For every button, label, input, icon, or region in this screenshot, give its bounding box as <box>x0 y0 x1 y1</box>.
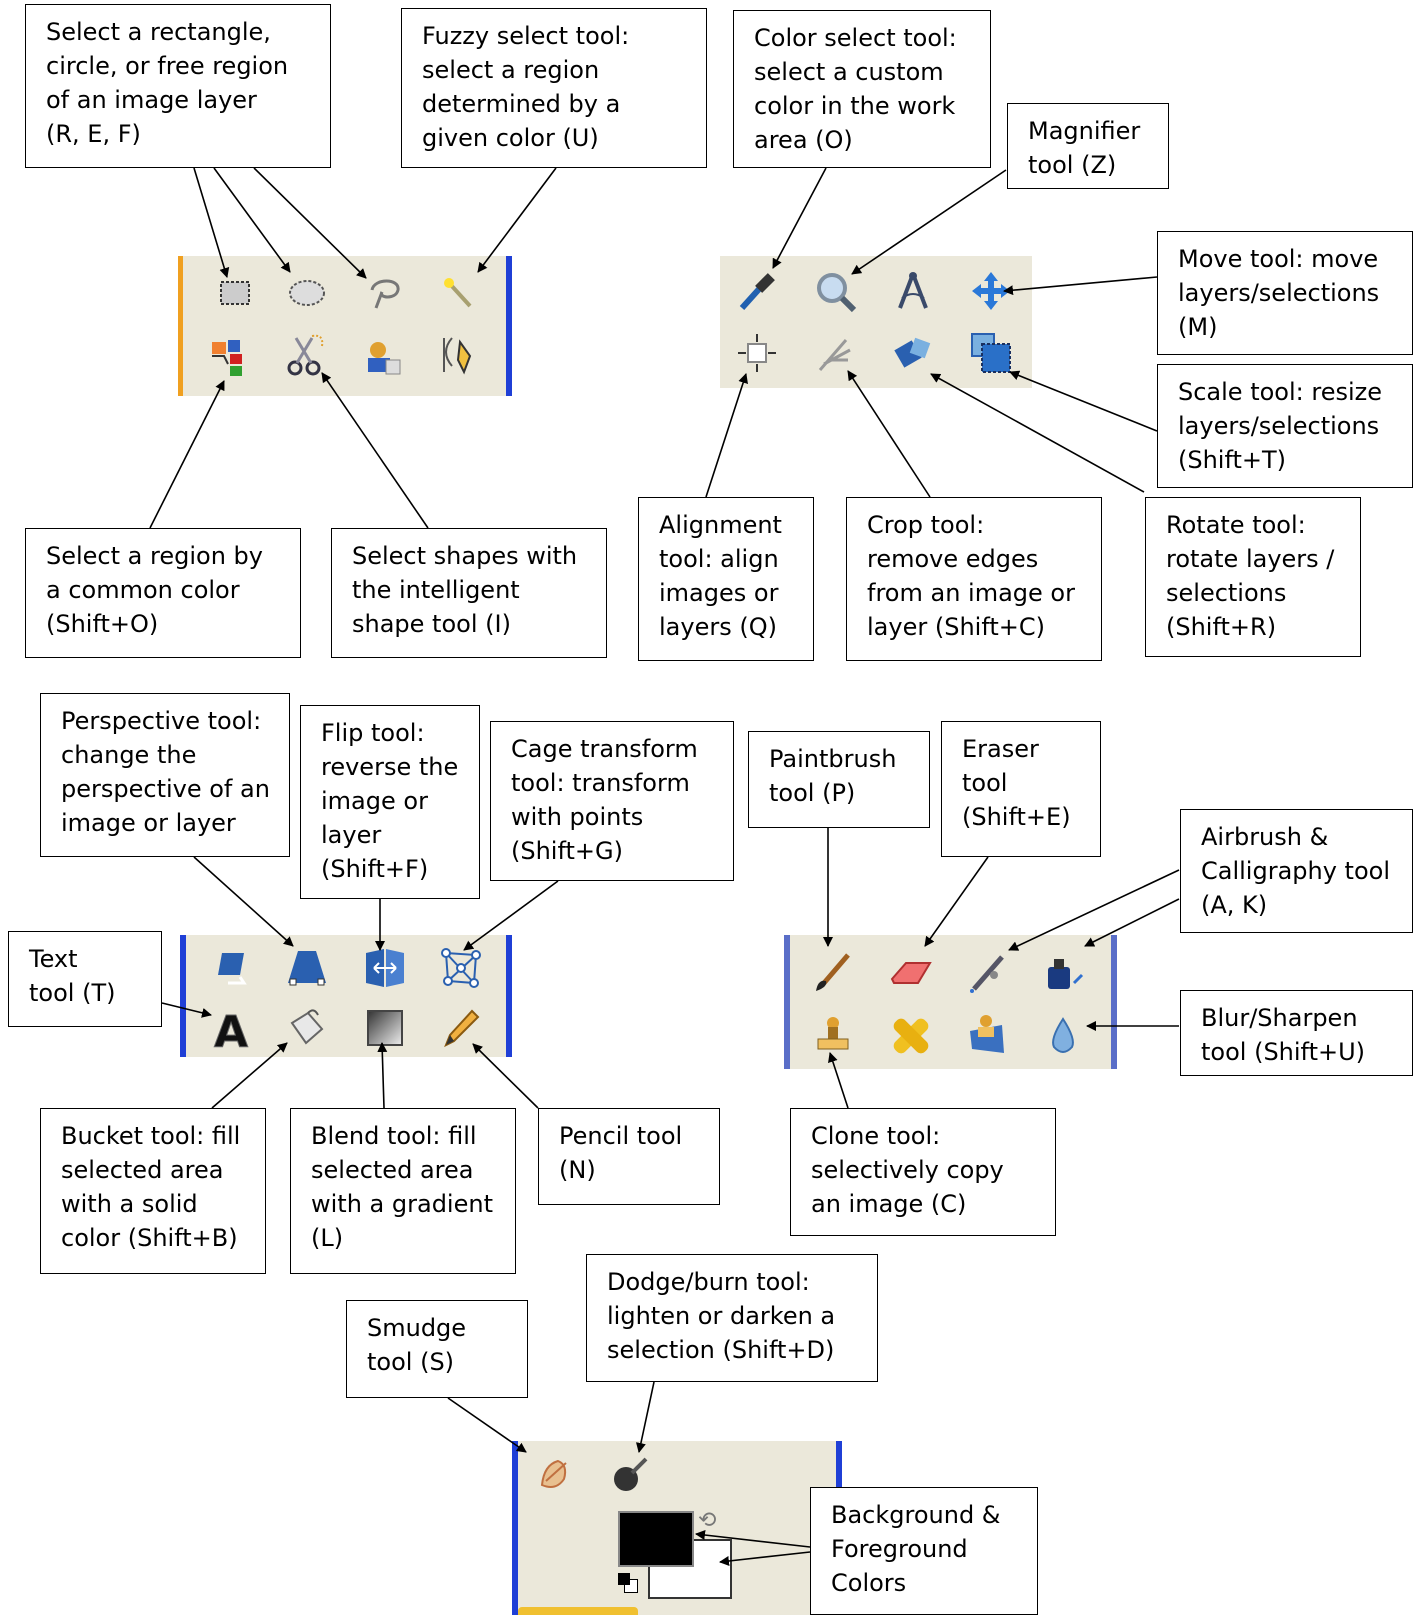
callout-text: Text tool (T) <box>8 931 162 1027</box>
move-icon[interactable] <box>968 268 1014 314</box>
transform-tools-panel <box>720 256 1032 388</box>
smudge-icon[interactable] <box>532 1451 578 1497</box>
callout-smudge: Smudge tool (S) <box>346 1300 528 1398</box>
paths-icon[interactable] <box>434 332 480 378</box>
callout-flip: Flip tool: reverse the image or layer (S… <box>300 705 480 899</box>
callout-pencil: Pencil tool (N) <box>538 1108 720 1205</box>
cage-icon[interactable] <box>438 945 484 991</box>
callout-perspective: Perspective tool: change the perspective… <box>40 693 290 857</box>
swap-colors-icon[interactable]: ⟲ <box>698 1508 717 1533</box>
heal-icon[interactable] <box>888 1013 934 1059</box>
panel-edge <box>512 1441 518 1615</box>
callout-select-shapes: Select a rectangle, circle, or free regi… <box>25 4 331 168</box>
blend-icon[interactable] <box>362 1005 408 1051</box>
magic-wand-icon[interactable] <box>436 270 482 316</box>
callout-scale: Scale tool: resize layers/selections (Sh… <box>1157 364 1413 488</box>
clone-icon[interactable] <box>810 1013 856 1059</box>
foreground-color-swatch[interactable] <box>618 1511 694 1567</box>
callout-select-by-color: Select a region by a common color (Shift… <box>25 528 301 658</box>
color-picker-icon[interactable] <box>734 268 780 314</box>
callout-eraser: Eraser tool (Shift+E) <box>941 721 1101 857</box>
perspective-clone-icon[interactable] <box>964 1011 1010 1057</box>
bucket-icon[interactable] <box>284 1005 330 1051</box>
shear-icon[interactable] <box>210 945 256 991</box>
ink-icon[interactable] <box>1040 949 1086 995</box>
callout-rotate: Rotate tool: rotate layers / selections … <box>1145 497 1361 657</box>
rotate-icon[interactable] <box>890 330 936 376</box>
airbrush-icon[interactable] <box>964 949 1010 995</box>
callout-clone: Clone tool: selectively copy an image (C… <box>790 1108 1056 1236</box>
text-icon[interactable]: A <box>208 1005 254 1052</box>
select-by-color-icon[interactable] <box>206 334 252 380</box>
panel-edge <box>506 935 512 1057</box>
pencil-icon[interactable] <box>438 1005 484 1051</box>
panel-edge <box>180 935 186 1057</box>
paintbrush-icon[interactable] <box>810 949 856 995</box>
paint-tools-panel-right <box>784 935 1117 1069</box>
callout-blur: Blur/Sharpen tool (Shift+U) <box>1180 990 1413 1076</box>
panel-edge <box>178 256 183 396</box>
magnifier-icon[interactable] <box>812 268 858 314</box>
ellipse-select-icon[interactable] <box>284 270 330 316</box>
callout-intelligent-scissors: Select shapes with the intelligent shape… <box>331 528 607 658</box>
panel-edge <box>506 256 512 396</box>
crop-icon[interactable] <box>812 330 858 376</box>
callout-blend: Blend tool: fill selected area with a gr… <box>290 1108 516 1274</box>
scale-icon[interactable] <box>968 330 1014 376</box>
dodge-burn-icon[interactable] <box>608 1451 654 1497</box>
rect-select-icon[interactable] <box>212 270 258 316</box>
eraser-icon[interactable] <box>888 949 934 995</box>
align-icon[interactable] <box>734 330 780 376</box>
svg-text:A: A <box>214 1007 248 1051</box>
foreground-select-icon[interactable] <box>360 334 406 380</box>
perspective-icon[interactable] <box>284 945 330 991</box>
bottom-tools-panel: ⟲ <box>512 1441 842 1615</box>
callout-airbrush: Airbrush & Calligraphy tool (A, K) <box>1180 809 1413 933</box>
panel-tab <box>518 1607 638 1615</box>
callout-dodge: Dodge/burn tool: lighten or darken a sel… <box>586 1254 878 1382</box>
callout-cage: Cage transform tool: transform with poin… <box>490 721 734 881</box>
callout-crop: Crop tool: remove edges from an image or… <box>846 497 1102 661</box>
selection-tools-panel <box>178 256 512 396</box>
callout-move: Move tool: move layers/selections (M) <box>1157 231 1413 355</box>
callout-alignment: Alignment tool: align images or layers (… <box>638 497 814 661</box>
callout-magnifier: Magnifier tool (Z) <box>1007 103 1169 189</box>
callout-paintbrush: Paintbrush tool (P) <box>748 731 930 828</box>
paint-tools-panel-left: A <box>180 935 512 1057</box>
callout-bucket: Bucket tool: fill selected area with a s… <box>40 1108 266 1274</box>
panel-edge <box>1111 935 1117 1069</box>
flip-icon[interactable] <box>362 945 408 991</box>
default-colors-icon[interactable] <box>618 1573 638 1593</box>
panel-edge <box>784 935 790 1069</box>
measure-icon[interactable] <box>890 268 936 314</box>
callout-fuzzy-select: Fuzzy select tool: select a region deter… <box>401 8 707 168</box>
callout-color-select: Color select tool: select a custom color… <box>733 10 991 168</box>
callout-colors: Background & Foreground Colors <box>810 1487 1038 1615</box>
panel-edge <box>836 1441 842 1489</box>
blur-icon[interactable] <box>1040 1013 1086 1059</box>
lasso-icon[interactable] <box>362 270 408 316</box>
scissors-icon[interactable] <box>282 332 328 378</box>
